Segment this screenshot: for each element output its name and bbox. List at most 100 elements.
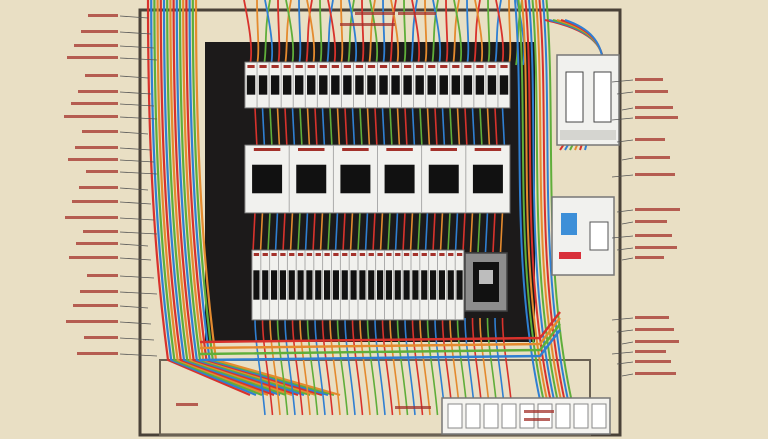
callout-label [611,78,663,83]
wire-top-drop [466,0,470,66]
breaker-label-strip [319,65,327,68]
wire-bottom-drop [344,317,356,416]
breaker-handle [475,75,485,95]
rcd-test-button [589,221,609,251]
label-text-mark [395,406,431,409]
label-text-mark [74,44,118,47]
breaker-handle [294,75,304,95]
wire-row-link [484,211,489,253]
breaker-handle [252,164,283,194]
breaker-label-strip [403,253,410,256]
wire-row-link [314,107,318,149]
breaker-handle [415,75,424,95]
wire-horizontal-bus [199,311,561,344]
breaker-handle [472,164,503,194]
wire-row-link [432,211,436,253]
breaker-label-strip [359,253,366,256]
breaker-handle [379,75,388,95]
breaker-label-strip [367,65,376,68]
wire-row-link [304,211,309,253]
callout-label [71,102,155,107]
wire-top-drop [453,0,463,66]
rcd-blue-indicator [561,213,577,235]
main-switch-handle-left [565,71,584,123]
terminal-slot [573,403,589,429]
breaker-label-strip [368,253,374,256]
wire-top-drop [243,0,253,66]
wire-right-bundle [531,0,559,401]
breaker-label-strip [253,253,260,256]
wire-top-drop [326,0,334,66]
wire-row-link [469,211,474,253]
wire-row-link [396,107,401,149]
wire-row-link [289,211,294,253]
leader-line [119,75,149,79]
leader-line [119,15,149,19]
wire-row-link [284,107,288,149]
leader-line [611,117,634,121]
wire-row-link [381,107,386,149]
wire-row-link [394,211,399,253]
wire-row-link [464,107,468,149]
wire-left-bundle [156,0,269,397]
label-text-mark [635,106,673,109]
breaker-handle [306,270,313,300]
leader-line [611,79,634,83]
breaker-handle [253,270,260,300]
breaker-handle [421,270,428,300]
breaker-label-strip [379,65,388,68]
wire-row-link [419,107,423,149]
label-text-mark [72,200,118,203]
terminal-slot [519,403,535,429]
wire-row-link [327,211,331,253]
label-text-mark [83,230,118,233]
label-text-mark [635,372,676,375]
label-text-mark [635,246,677,249]
callout-label [86,170,158,175]
label-text-mark [75,146,118,149]
leader-line [119,187,149,191]
leader-line [621,221,634,225]
wire-bottom-drop [351,317,364,416]
label-text-mark [69,256,118,259]
leader-line [621,107,634,111]
leader-line [119,103,155,107]
wire-row-link [276,107,281,149]
wire-left-bundle [185,0,323,397]
wire-top-drop [411,0,421,66]
wire-row-link [267,211,271,253]
wire-row-link [447,211,451,253]
wire-top-drop [264,0,274,66]
wire-top-drop [256,0,260,66]
breaker-label-strip [404,65,412,68]
leader-line [119,91,152,95]
wire-row-link [329,107,333,149]
callout-label [611,350,666,355]
label-text-mark [635,350,666,353]
breaker-handle [359,270,366,300]
label-text-mark [85,74,118,77]
callout-label [340,23,395,26]
breaker-label-strip [456,253,463,256]
label-text-mark [635,78,663,81]
callout-label [621,156,670,161]
label-text-mark [355,12,395,15]
wire-row-link [409,211,414,253]
breaker-label-strip [430,253,436,256]
breaker-label-strip [306,253,313,256]
callout-label [611,173,675,178]
breaker-label-strip [295,65,303,68]
rcd-unit [551,196,615,276]
label-text-mark [65,216,118,219]
breaker-handle [343,75,352,95]
callout-label [355,12,395,15]
breaker-handle [246,75,256,95]
breaker-handle [428,164,459,194]
callout-label [76,242,149,247]
wire-row-link [499,211,504,253]
breaker-handle [262,270,269,300]
wire-top-drop [473,0,481,66]
breaker-label-strip [298,148,325,151]
label-text-mark [84,336,118,339]
